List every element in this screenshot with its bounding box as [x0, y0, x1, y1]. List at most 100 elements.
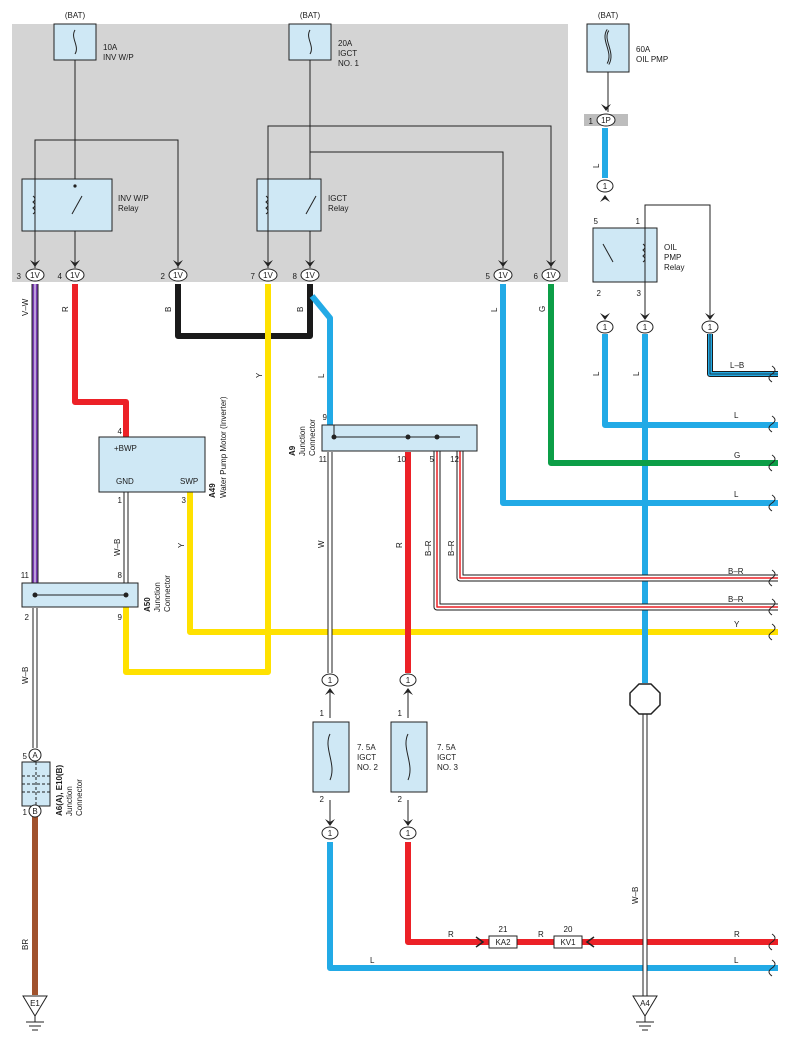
wire-label: Y: [255, 372, 264, 378]
pin-number: 10: [397, 455, 406, 464]
fuse-igct-no2: 1 2 7. 5A IGCT NO. 2: [312, 709, 378, 804]
wire-label: L: [734, 490, 739, 499]
pin-number: 4: [58, 272, 63, 281]
connector-1: 1: [596, 179, 614, 202]
fuse-oil-pmp: (BAT) 60A OIL PMP: [586, 11, 668, 73]
pin-number: 3: [637, 289, 642, 298]
wire-label: Y: [734, 620, 740, 629]
connector-1: 1: [321, 673, 339, 695]
relay-oil-pmp: OIL PMP Relay: [592, 227, 684, 283]
wire-b-r-2: [433, 437, 778, 611]
fuse-rating: 60A: [636, 45, 651, 54]
component-name: Connector: [75, 779, 84, 816]
svg-text:1: 1: [603, 182, 608, 191]
wire-label: L: [734, 411, 739, 420]
relay-label: Relay: [664, 263, 684, 272]
fuse-name: INV W/P: [103, 53, 134, 62]
pin-number: 9: [118, 613, 123, 622]
pin-number: 2: [320, 795, 325, 804]
connector-letter: B: [32, 807, 37, 816]
svg-text:1: 1: [603, 323, 608, 332]
wire-label: B: [296, 307, 305, 312]
bat-label: (BAT): [300, 11, 321, 20]
pin-label: GND: [116, 477, 134, 486]
connector-1p: 1P 1: [584, 104, 628, 127]
svg-text:1V: 1V: [546, 271, 556, 280]
svg-text:1: 1: [406, 676, 411, 685]
wire-label: R: [61, 306, 70, 312]
connector-1v: 1V3: [17, 260, 45, 282]
connector-1v: 1V 4: [58, 260, 85, 282]
bat-label: (BAT): [65, 11, 86, 20]
svg-text:1P: 1P: [601, 116, 611, 125]
connector-1: 1: [399, 819, 417, 840]
wire-label: R: [448, 930, 454, 939]
wire-y-igct: [123, 284, 271, 675]
pin-number: 5: [430, 455, 435, 464]
svg-text:KV1: KV1: [560, 938, 576, 947]
fuse-name: OIL PMP: [636, 55, 668, 64]
svg-text:1: 1: [708, 323, 713, 332]
component-name: Water Pump Motor (Inverter): [219, 396, 228, 498]
wire-label: B–R: [447, 540, 456, 556]
wire-label: L: [317, 373, 326, 378]
svg-text:1: 1: [643, 323, 648, 332]
wire-l-oil2: [602, 334, 778, 428]
fuse-name: IGCT: [338, 49, 357, 58]
component-name: Junction: [65, 786, 74, 816]
pin-number: 1: [636, 217, 641, 226]
wire-label: R: [538, 930, 544, 939]
fuse-name: NO. 1: [338, 59, 359, 68]
junction-connector-a50: 11 8 2 9 A50 Junction Connector: [21, 571, 172, 622]
pin-number: 3: [182, 496, 187, 505]
svg-text:1: 1: [406, 829, 411, 838]
wire-b-r-1: [456, 437, 778, 582]
fuse-rating: 7. 5A: [437, 743, 456, 752]
connector-1v: 1V5: [486, 260, 513, 282]
wire-label: G: [734, 451, 740, 460]
pin-number: 1: [23, 808, 28, 817]
fuse-rating: 20A: [338, 39, 353, 48]
svg-text:1V: 1V: [30, 271, 40, 280]
fuse-name: IGCT: [357, 753, 376, 762]
fuse-name: NO. 2: [357, 763, 378, 772]
wire-label: L–B: [730, 361, 744, 370]
pin-number: 11: [319, 455, 328, 464]
fuse-rating: 10A: [103, 43, 118, 52]
wire-label: L: [632, 371, 641, 376]
component-id: A50: [143, 597, 152, 612]
wire-label: B: [164, 307, 173, 312]
component-id: A9: [288, 445, 297, 456]
wire-label: L: [592, 163, 601, 168]
relay-label: Relay: [118, 204, 138, 213]
svg-text:1V: 1V: [305, 271, 315, 280]
connector-1v: 1V2: [161, 260, 188, 282]
relay-block-panel: [12, 24, 568, 282]
wire-label: W–B: [631, 887, 640, 904]
fuse-inv-wp: (BAT) 10A INV W/P: [53, 11, 134, 62]
svg-text:1V: 1V: [498, 271, 508, 280]
pin-number: 1: [398, 709, 403, 718]
junction-connector-a6-e10: A B 5 1 A6(A), E10(B) Junction Connector: [21, 748, 84, 818]
pin-label: +BWP: [114, 444, 137, 453]
wire-l-a9: [309, 294, 333, 425]
wire-g: [548, 284, 778, 466]
pin-number: 11: [21, 571, 30, 580]
pin-number: 2: [398, 795, 403, 804]
relay-igct: IGCT Relay: [256, 178, 348, 232]
inline-connector-kv1: KV1 20: [553, 925, 595, 949]
svg-text:1V: 1V: [70, 271, 80, 280]
relay-name: OIL: [664, 243, 677, 252]
connector-1: 1: [636, 313, 654, 334]
connectors-small: 1 1 1 1 1 1 1 1: [321, 179, 719, 840]
break-marks: [768, 365, 776, 977]
relay-inv-wp: INV W/P Relay: [21, 178, 149, 232]
inline-connector-ka2: KA2 21: [475, 925, 518, 949]
fuse-rating: 7. 5A: [357, 743, 376, 752]
wire-r-pump: [72, 284, 129, 440]
wire-b: [175, 284, 313, 339]
wire-label: W–B: [21, 667, 30, 684]
junction-connector-a9: 9 11 10 5 12 A9 Junction Connector: [288, 413, 478, 464]
wire-label: B–R: [728, 595, 744, 604]
wire-label: L: [592, 371, 601, 376]
